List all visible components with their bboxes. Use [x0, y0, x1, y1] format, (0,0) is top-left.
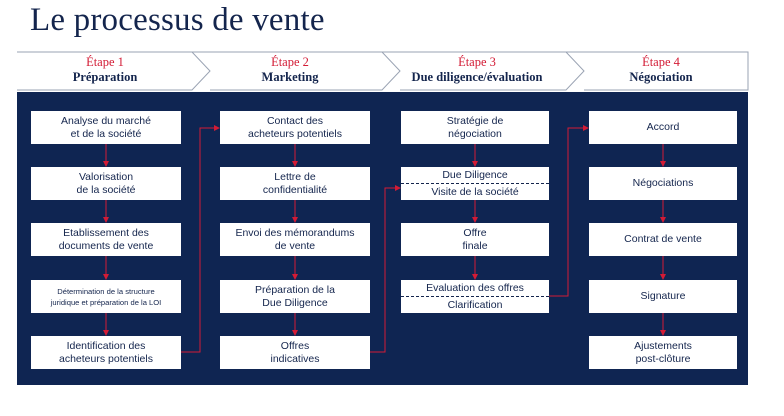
box-label-bottom: Clarification: [447, 298, 503, 311]
box-label: Envoi des mémorandums de vente: [235, 226, 355, 252]
step-name: Marketing: [261, 70, 319, 84]
step-number: Étape 2: [271, 55, 309, 69]
box-label: Etablissement des documents de vente: [58, 226, 154, 252]
box-label: Analyse du marché et de la société: [61, 114, 151, 140]
step-number: Étape 3: [458, 55, 496, 69]
box-label: Identification des acheteurs potentiels: [59, 339, 153, 365]
box-label: Négociations: [632, 177, 694, 189]
process-box: Offres indicatives: [220, 336, 370, 369]
step-4-header: Étape 4 Négociation: [576, 55, 746, 85]
box-label: Valorisation de la société: [76, 170, 136, 196]
box-label: Offres indicatives: [270, 339, 320, 365]
process-box: Signature: [589, 280, 737, 313]
step-1-header: Étape 1 Préparation: [20, 55, 190, 85]
process-box: Ajustements post-clôture: [589, 336, 737, 369]
process-box: Lettre de confidentialité: [220, 167, 370, 200]
box-label: Offre finale: [462, 226, 488, 252]
process-box-split: Evaluation des offres Clarification: [401, 280, 549, 313]
box-label: Préparation de la Due Diligence: [255, 283, 335, 309]
step-chevrons: [17, 51, 749, 91]
process-box: Etablissement des documents de vente: [31, 223, 181, 256]
process-box: Contact des acheteurs potentiels: [220, 111, 370, 144]
box-label: Contrat de vente: [624, 233, 702, 245]
process-box: Analyse du marché et de la société: [31, 111, 181, 144]
step-number: Étape 1: [86, 55, 124, 69]
step-name: Préparation: [72, 70, 138, 84]
process-box: Valorisation de la société: [31, 167, 181, 200]
process-box: Stratégie de négociation: [401, 111, 549, 144]
box-label: Signature: [640, 290, 686, 302]
box-label-top: Evaluation des offres: [426, 281, 524, 294]
step-name: Négociation: [629, 70, 693, 84]
box-label: Accord: [646, 121, 680, 133]
process-box: Détermination de la structure juridique …: [31, 280, 181, 313]
step-3-header: Étape 3 Due diligence/évaluation: [392, 55, 562, 85]
box-label: Ajustements post-clôture: [634, 339, 692, 365]
page-title: Le processus de vente: [30, 2, 325, 38]
step-number: Étape 4: [642, 55, 680, 69]
process-box: Offre finale: [401, 223, 549, 256]
box-label-top: Due Diligence: [442, 168, 508, 181]
step-name: Due diligence/évaluation: [411, 70, 543, 84]
process-box: Contrat de vente: [589, 223, 737, 256]
process-box: Identification des acheteurs potentiels: [31, 336, 181, 369]
box-label-bottom: Visite de la société: [431, 185, 519, 198]
box-label: Stratégie de négociation: [446, 114, 504, 140]
box-label: Contact des acheteurs potentiels: [248, 114, 342, 140]
step-2-header: Étape 2 Marketing: [205, 55, 375, 85]
process-box-split: Due Diligence Visite de la société: [401, 167, 549, 200]
process-box: Accord: [589, 111, 737, 144]
box-label: Détermination de la structure juridique …: [50, 286, 162, 307]
process-box: Négociations: [589, 167, 737, 200]
process-box: Envoi des mémorandums de vente: [220, 223, 370, 256]
box-label: Lettre de confidentialité: [262, 170, 328, 196]
process-box: Préparation de la Due Diligence: [220, 280, 370, 313]
